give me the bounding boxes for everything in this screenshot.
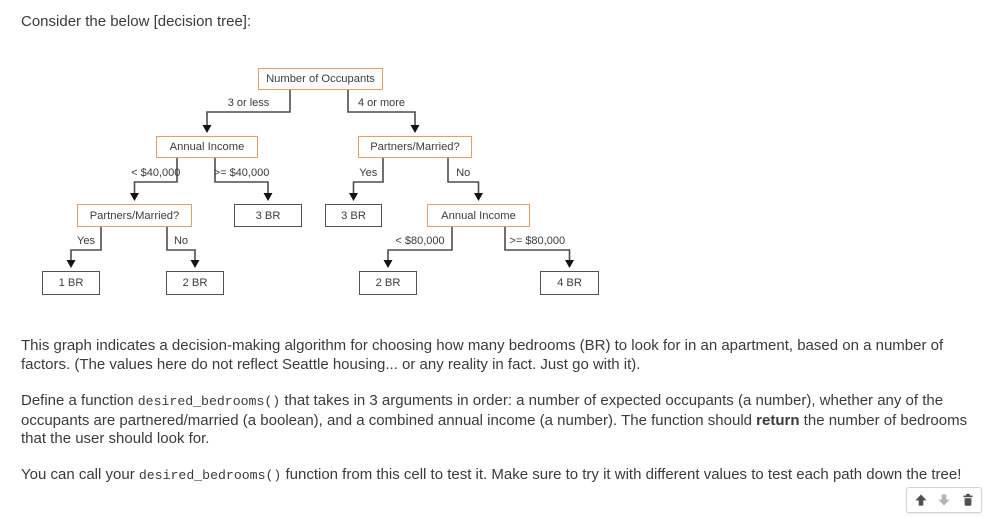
trash-icon — [961, 493, 975, 507]
tree-connectors — [66, 90, 574, 268]
body-text: that takes in 3 arguments in order: a nu… — [21, 392, 944, 429]
tree-node-partners3: Partners/Married? — [77, 204, 192, 227]
body-text: function from this cell to test it. Make… — [281, 466, 962, 483]
edge-label-partners2-br3b: Yes — [359, 166, 378, 179]
tree-node-br4: 4 BR — [540, 271, 599, 295]
body-text: Define a function — [21, 392, 138, 409]
tree-node-annual1: Annual Income — [156, 136, 258, 158]
arrowhead-icon — [190, 260, 200, 268]
edge-label-partners3-br1: Yes — [77, 234, 95, 247]
paragraph-description: This graph indicates a decision-making a… — [21, 337, 971, 374]
arrowhead-icon — [474, 193, 483, 201]
arrow-up-icon — [914, 493, 928, 507]
move-cell-up-button[interactable] — [911, 490, 931, 510]
arrowhead-icon — [130, 193, 139, 201]
arrowhead-icon — [410, 125, 420, 133]
arrowhead-icon — [349, 193, 358, 201]
edge-label-root-annual1: 3 or less — [227, 96, 270, 109]
cell-toolbar — [906, 487, 982, 513]
arrowhead-icon — [202, 125, 212, 133]
edge-label-annual2-br4: >= $80,000 — [509, 234, 566, 247]
arrow-down-icon — [937, 493, 951, 507]
delete-cell-button[interactable] — [958, 490, 978, 510]
edge-label-partners2-annual2: No — [456, 166, 471, 179]
tree-node-br3b: 3 BR — [325, 204, 382, 227]
arrowhead-icon — [565, 260, 574, 268]
tree-node-annual2: Annual Income — [427, 204, 530, 227]
page-title: Consider the below [decision tree]: — [21, 13, 252, 30]
edge-label-partners3-br2a: No — [173, 234, 189, 247]
tree-node-br2b: 2 BR — [359, 271, 417, 295]
inline-code: desired_bedrooms() — [137, 394, 281, 409]
tree-node-br2a: 2 BR — [166, 271, 224, 295]
tree-node-partners2: Partners/Married? — [358, 136, 472, 158]
body-text: This graph indicates a decision-making a… — [21, 337, 944, 373]
inline-code: desired_bedrooms() — [138, 468, 282, 483]
body-text: the number of bedrooms that the user sho… — [21, 411, 968, 448]
tree-node-br3a: 3 BR — [234, 204, 302, 227]
paragraph-task: Define a function desired_bedrooms() tha… — [21, 392, 971, 449]
arrowhead-icon — [263, 193, 273, 201]
bold-text: return — [756, 411, 800, 429]
arrowhead-icon — [66, 260, 76, 268]
paragraph-test-instructions: You can call your desired_bedrooms() fun… — [21, 466, 971, 486]
edge-label-annual2-br2b: < $80,000 — [395, 234, 445, 247]
tree-node-root: Number of Occupants — [258, 68, 383, 90]
edge-label-root-partners2: 4 or more — [357, 96, 406, 109]
body-text: You can call your — [21, 466, 139, 483]
edge-label-annual1-partners3: < $40,000 — [131, 166, 181, 179]
tree-node-br1: 1 BR — [42, 271, 100, 295]
edge-label-annual1-br3a: >= $40,000 — [213, 166, 270, 179]
arrowhead-icon — [383, 260, 393, 268]
move-cell-down-button[interactable] — [934, 490, 954, 510]
